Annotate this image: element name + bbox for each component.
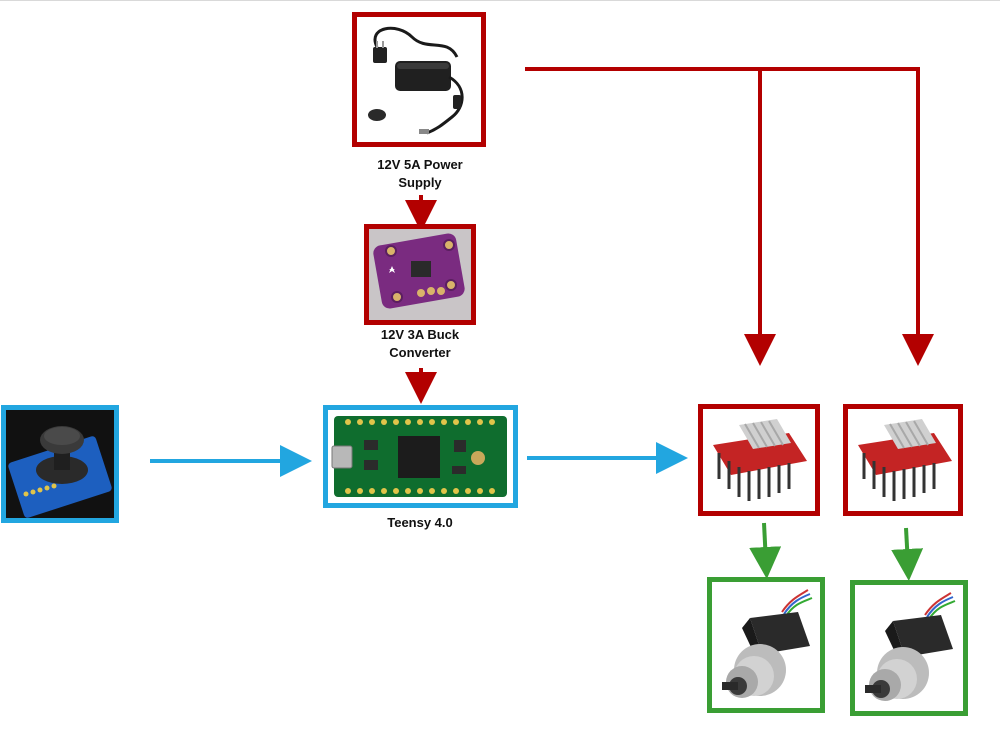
stepper-motor-icon [855,585,963,711]
power-supply-label-line1: 12V 5A Power [377,157,463,172]
stepper-motor-1-box [707,577,825,713]
stepper-motor-icon [712,582,820,708]
stepper-driver-icon [848,409,958,511]
teensy-box [323,405,518,508]
teensy-board-icon [328,410,513,503]
stepper-driver-2-box [843,404,963,516]
stepper-motor-2-box [850,580,968,716]
stepper-driver-1-box [698,404,820,516]
buck-converter-label-line1: 12V 3A Buck [380,327,460,342]
power-supply-label-line2: Supply [398,175,442,190]
power-bus-line [525,67,934,366]
power-supply-label: 12V 5A Power Supply [340,156,500,192]
buck-converter-box [364,224,476,325]
arrow-driver1-to-motor1 [749,522,782,579]
teensy-label: Teensy 4.0 [387,515,453,530]
joystick-box [1,405,119,523]
arrow-driver2-to-motor2 [891,527,924,581]
buck-converter-label-line2: Converter [389,345,451,360]
power-supply-box [352,12,486,147]
power-adapter-icon [357,17,481,142]
stepper-driver-icon [703,409,815,511]
buck-converter-label: 12V 3A Buck Converter [340,326,500,362]
joystick-module-icon [6,410,114,518]
buck-converter-board-icon [369,229,471,320]
top-border-line [0,0,1000,1]
